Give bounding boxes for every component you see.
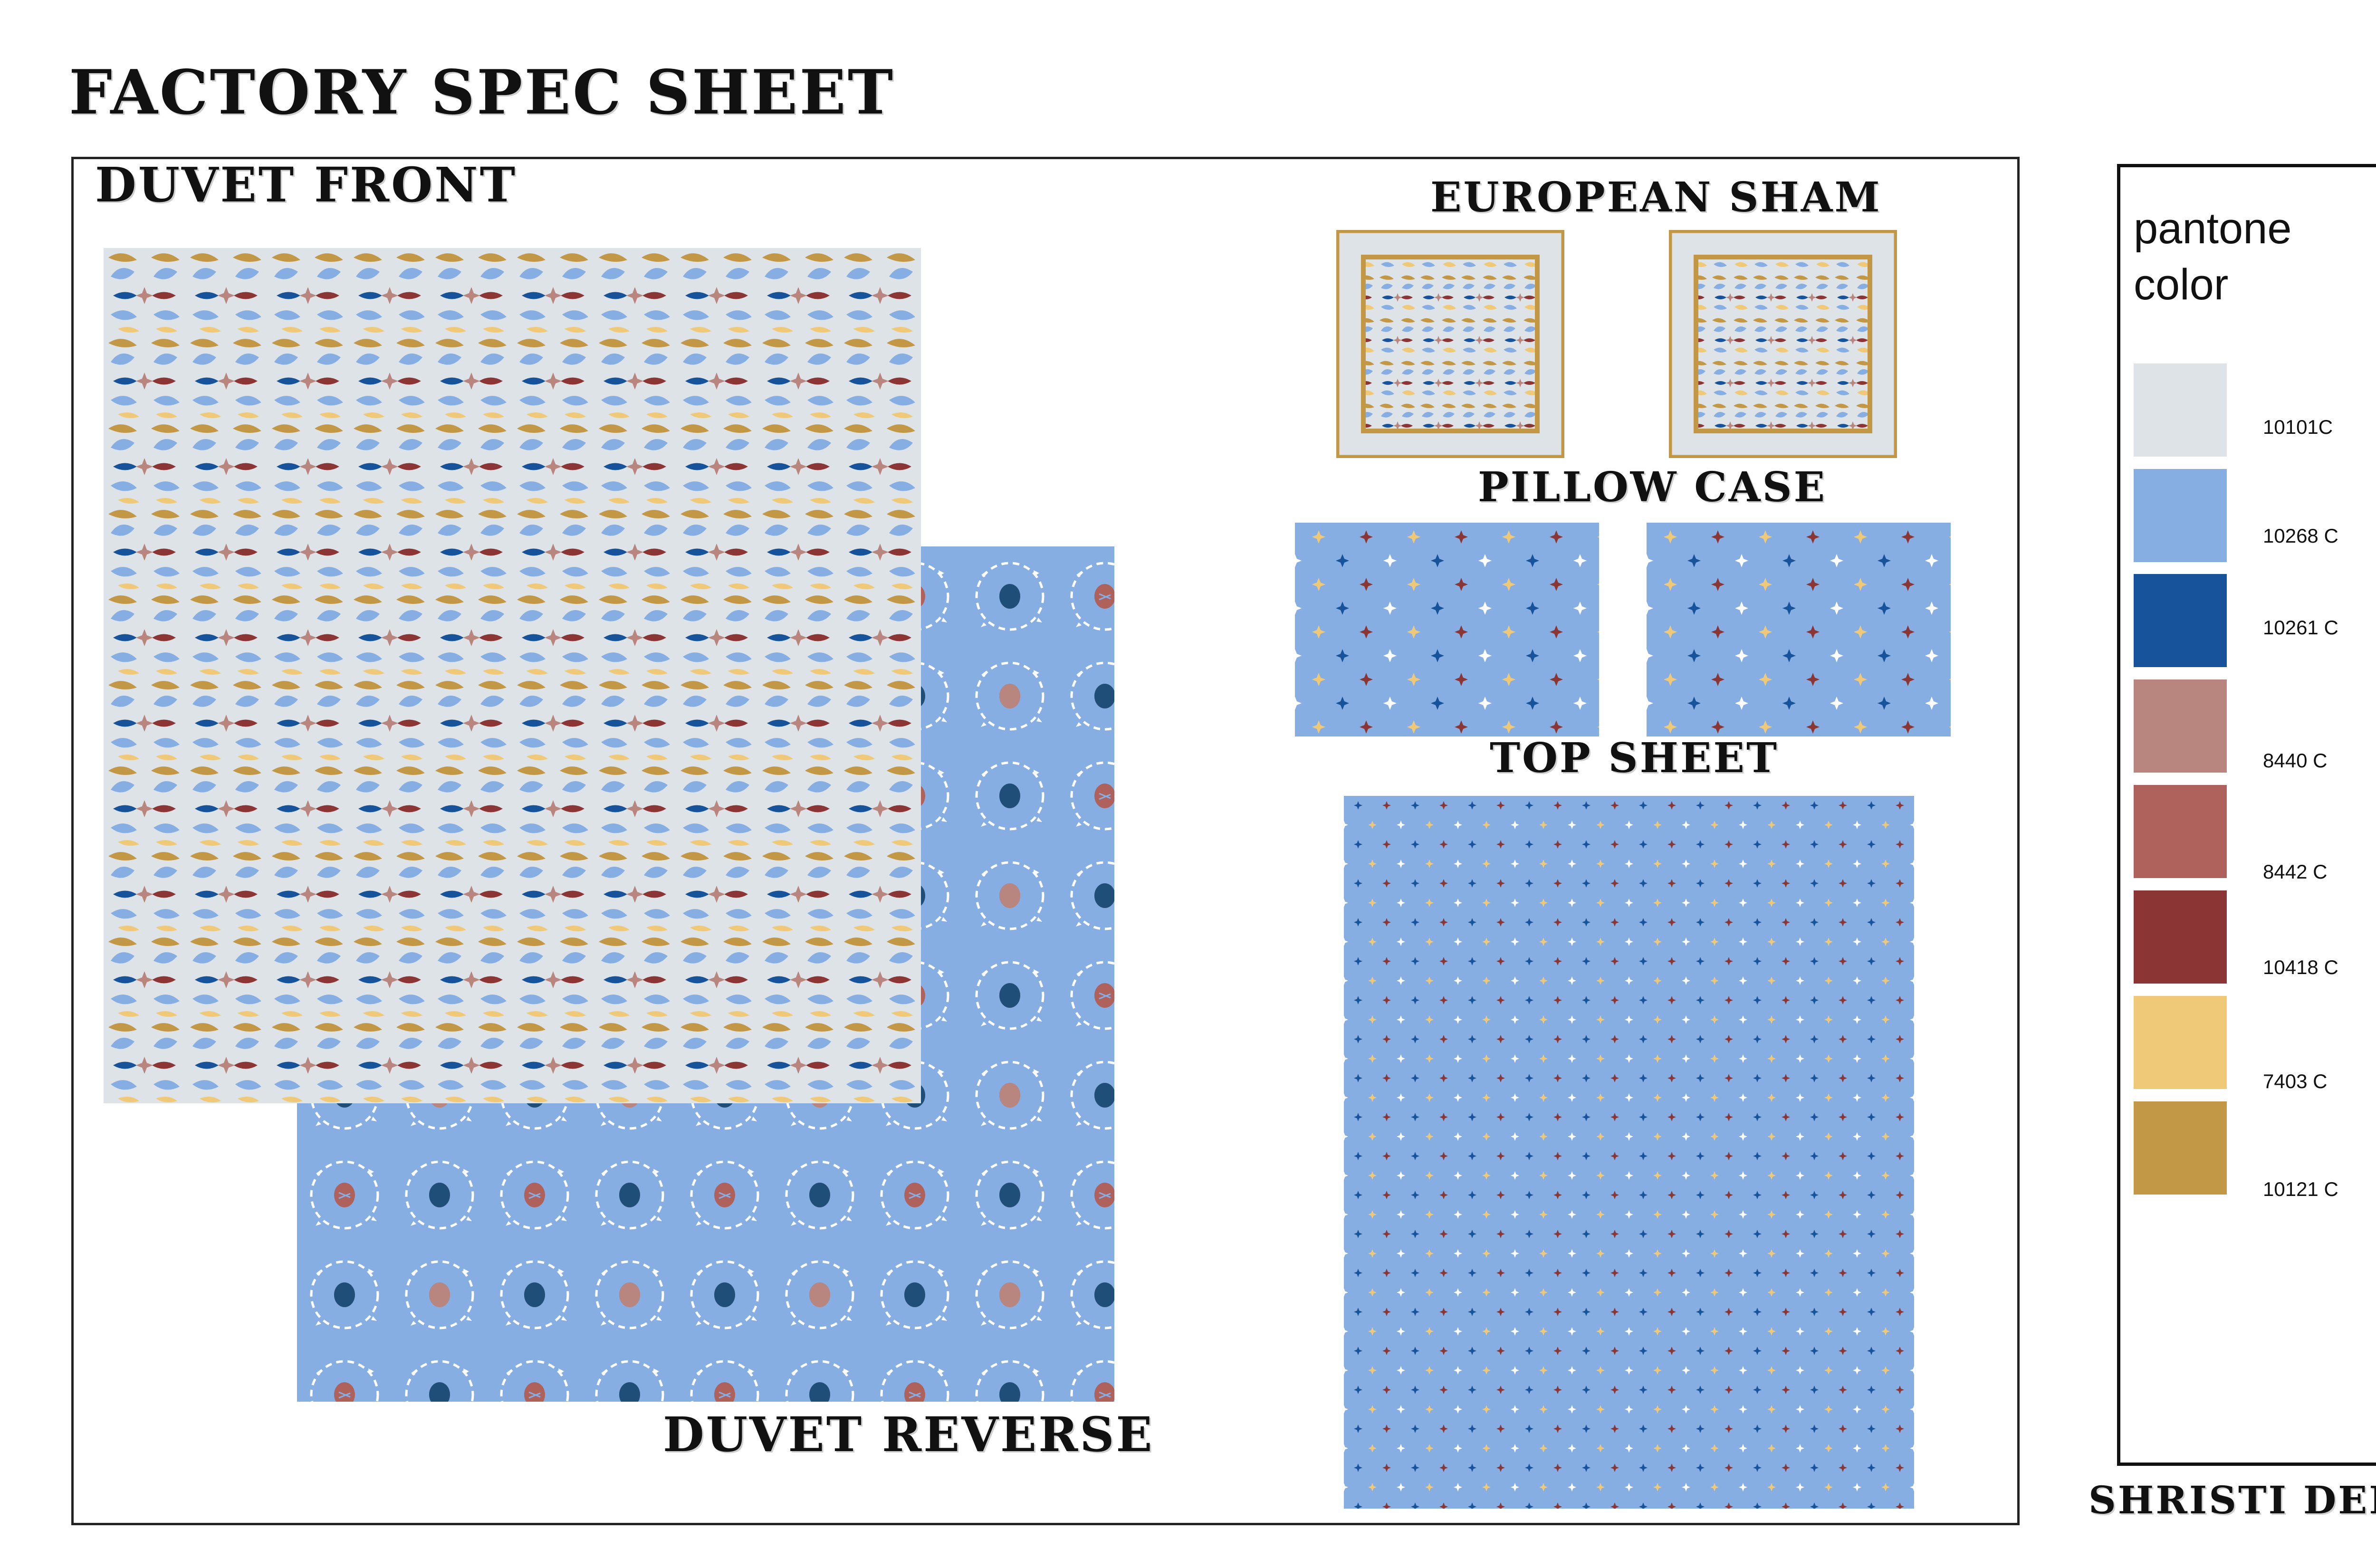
palette-title-line2: color — [2134, 260, 2229, 309]
color-swatch — [2134, 363, 2227, 457]
pantone-code: 10101C — [2263, 416, 2333, 438]
pantone-code: 8442 C — [2263, 860, 2328, 883]
pantone-code: 10418 C — [2263, 956, 2338, 978]
duvet-front-fabric — [104, 248, 921, 1103]
pillow-case-label: PILLOW CASE — [1478, 463, 1827, 511]
pantone-code: 10268 C — [2263, 525, 2338, 547]
color-swatch — [2134, 890, 2227, 984]
duvet-front-label: DUVET FRONT — [95, 157, 517, 213]
color-swatch — [2134, 469, 2227, 562]
european-sham-right — [1669, 230, 1897, 458]
designer-name: SHRISTI DEEP — [2089, 1478, 2376, 1522]
palette-title: pantone color — [2134, 201, 2292, 313]
color-swatch — [2134, 785, 2227, 878]
palette-title-line1: pantone — [2134, 204, 2292, 253]
pillow-case-left — [1295, 523, 1599, 736]
pantone-code: 10261 C — [2263, 616, 2338, 639]
pantone-code: 10121 C — [2263, 1178, 2338, 1200]
pantone-code: 8440 C — [2263, 749, 2328, 772]
pantone-palette-panel: pantone color 10101C 10268 C 10261 C 8440 C… — [2117, 164, 2376, 1466]
top-sheet-label: TOP SHEET — [1490, 734, 1779, 782]
duvet-reverse-label: DUVET REVERSE — [663, 1406, 1154, 1463]
pantone-code: 7403 C — [2263, 1070, 2328, 1092]
spec-frame — [71, 157, 2020, 1525]
color-swatch — [2134, 1101, 2227, 1195]
color-swatch — [2134, 996, 2227, 1089]
european-sham-label: EUROPEAN SHAM — [1430, 173, 1882, 221]
pillow-case-right — [1647, 523, 1951, 736]
color-swatch — [2134, 679, 2227, 773]
color-swatch — [2134, 574, 2227, 667]
top-sheet-fabric — [1344, 796, 1914, 1509]
european-sham-left — [1336, 230, 1564, 458]
page-title: FACTORY SPEC SHEET — [69, 57, 895, 128]
